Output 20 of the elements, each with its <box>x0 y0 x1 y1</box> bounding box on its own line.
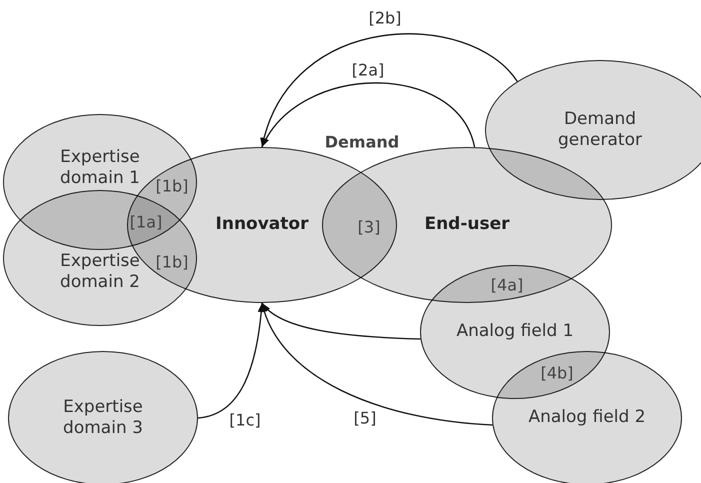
arrow <box>261 82 476 148</box>
arrow <box>262 302 421 340</box>
arrow <box>261 302 493 426</box>
node-label: Analog field 2 <box>528 407 646 429</box>
overlap-label: [4b] <box>540 364 574 382</box>
node-label: Expertise domain 2 <box>59 250 141 294</box>
node-label: Expertise domain 1 <box>59 146 141 190</box>
node-label: Expertise domain 3 <box>62 396 144 440</box>
overlap-label: [3] <box>358 218 380 236</box>
node-label: Innovator <box>216 214 308 236</box>
node-label: End-user <box>424 214 510 236</box>
heading-label: Demand <box>324 132 400 152</box>
overlap-label: [1a] <box>130 212 162 232</box>
arrow <box>261 33 518 148</box>
node-label: Analog field 1 <box>456 321 574 343</box>
overlap-label: [1b] <box>156 252 188 272</box>
node-label: Demand generator <box>557 108 643 152</box>
overlap-label: [1b] <box>156 176 188 196</box>
arrow <box>198 302 265 419</box>
overlap-label: [4a] <box>490 276 524 294</box>
